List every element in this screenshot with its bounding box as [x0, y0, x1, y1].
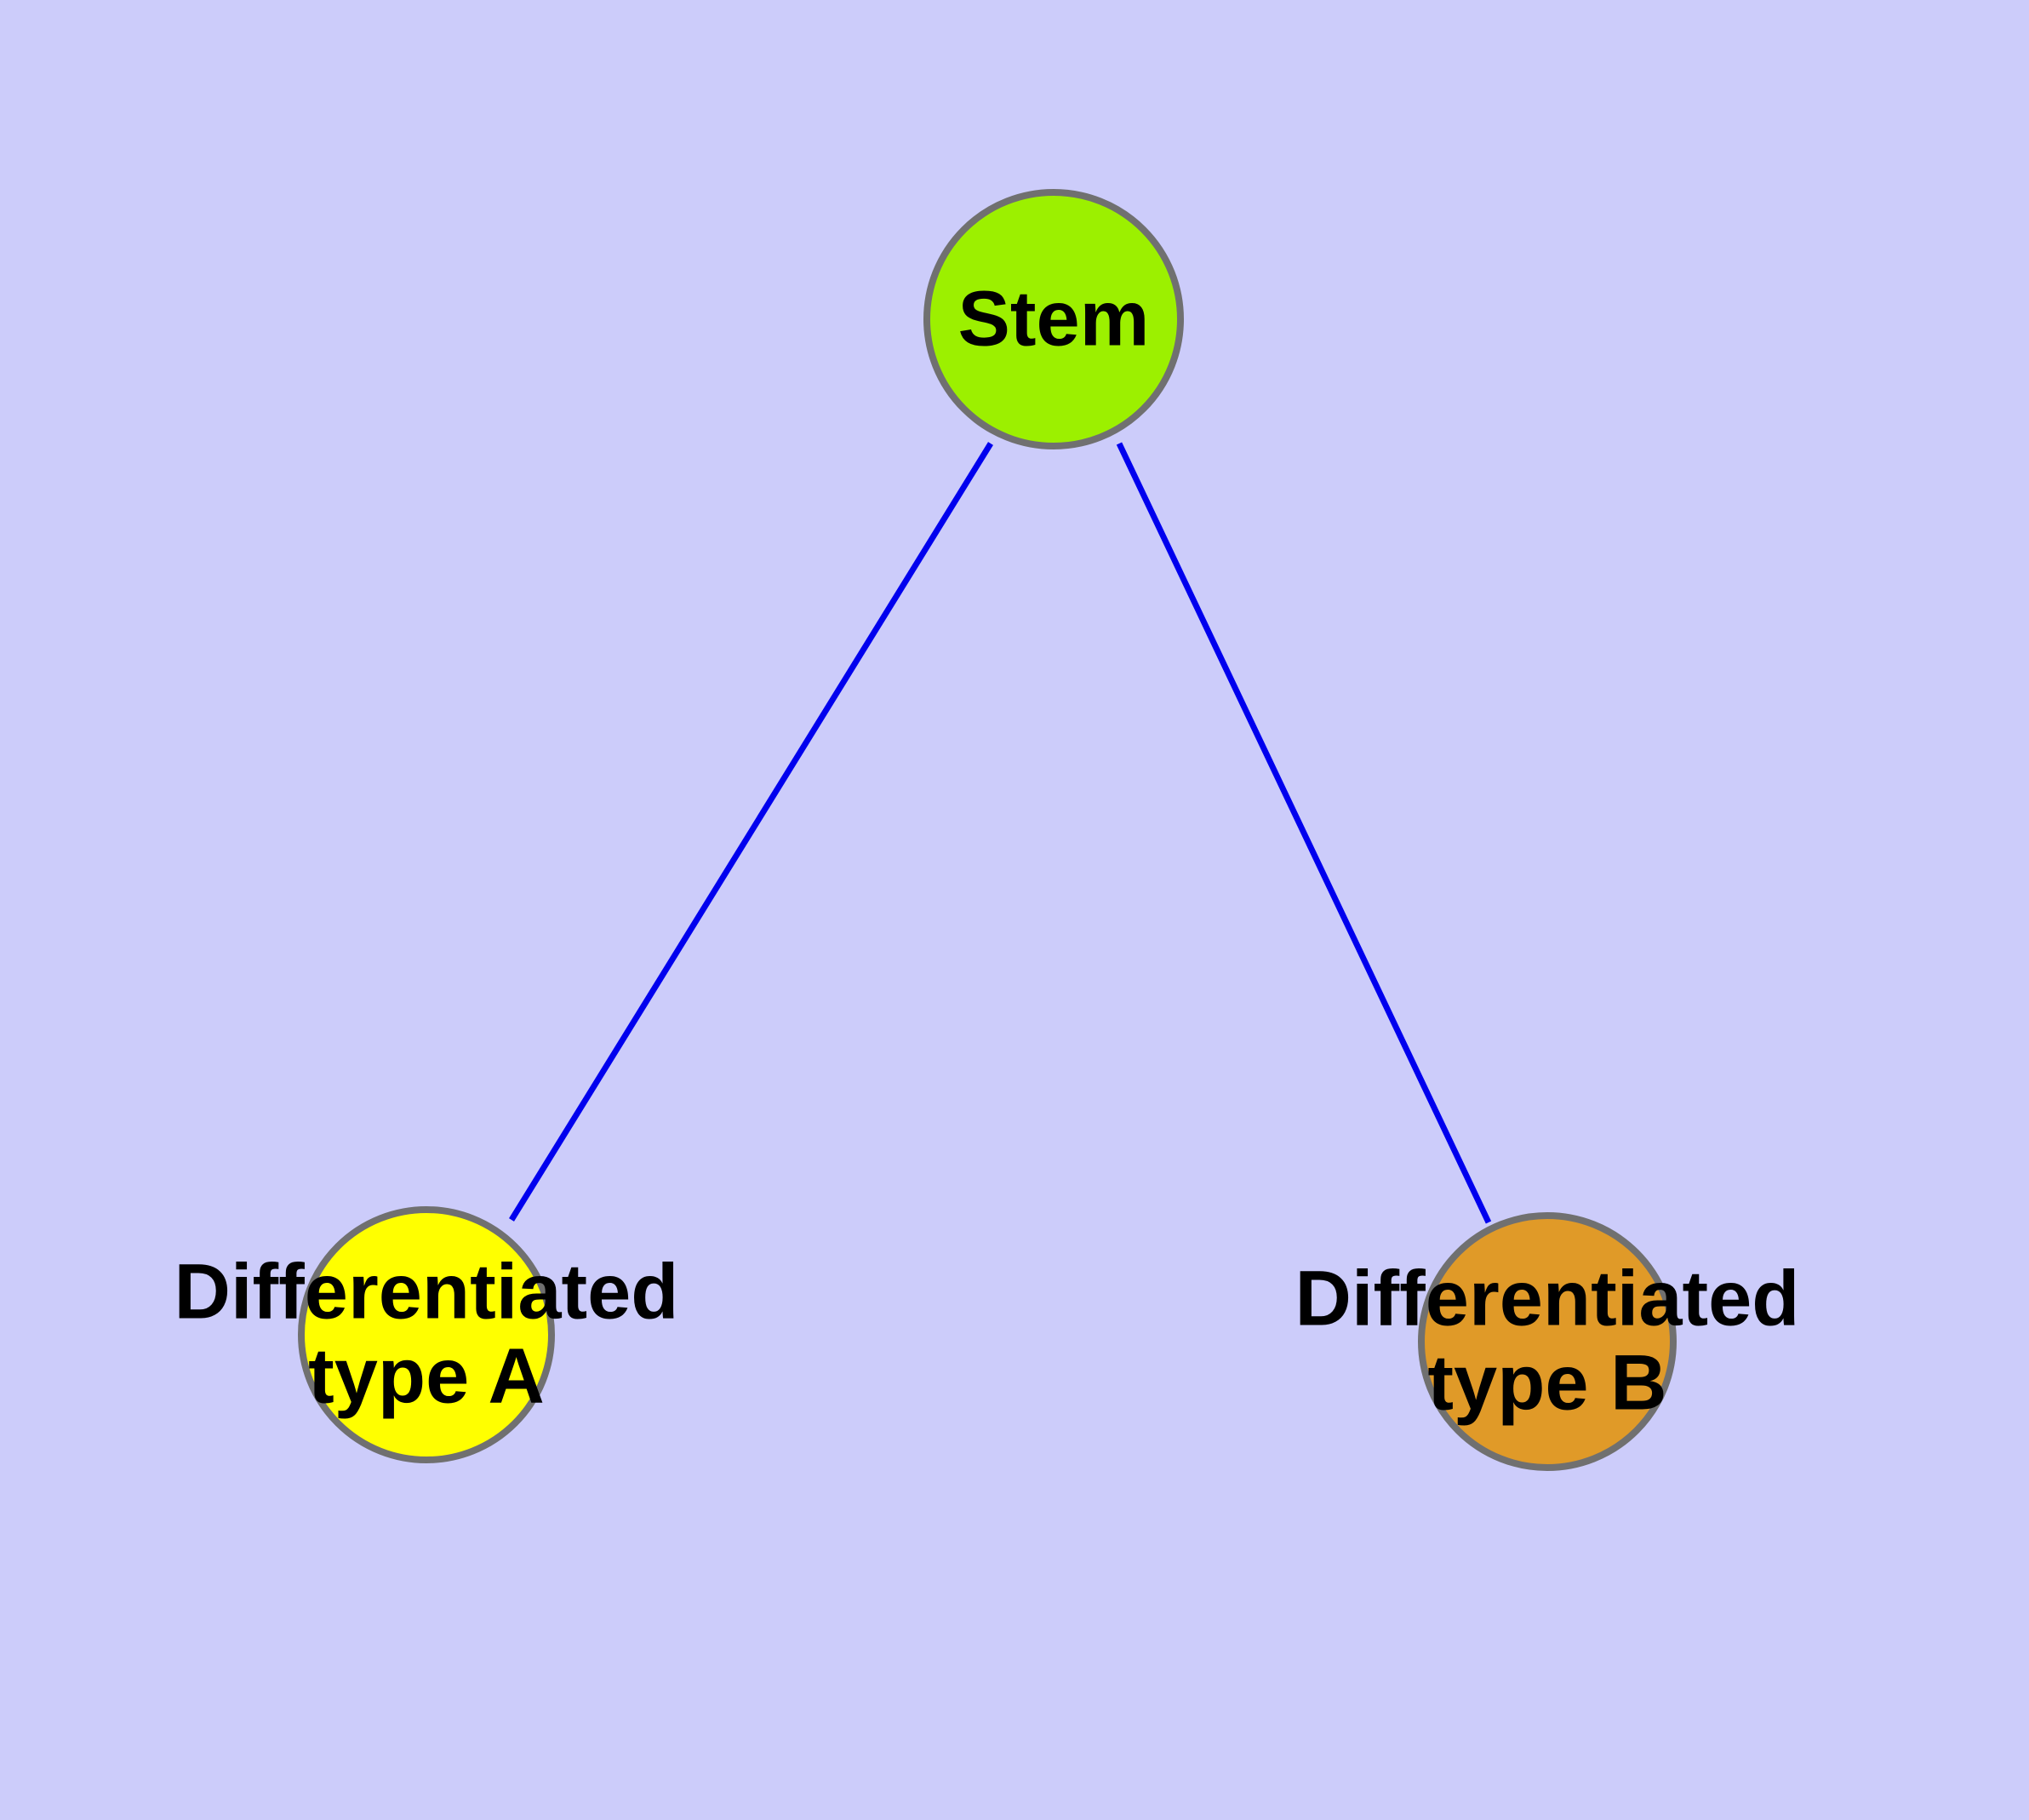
node-stem[interactable]: Stem	[923, 189, 1184, 449]
edge-stem-to-diff-b[interactable]	[1116, 442, 1492, 1224]
node-stem-label: Stem	[957, 275, 1150, 363]
edge-stem-to-diff-a[interactable]	[509, 442, 993, 1222]
label-line-2: type A	[308, 1333, 545, 1420]
label-line-2: type B	[1427, 1340, 1667, 1427]
